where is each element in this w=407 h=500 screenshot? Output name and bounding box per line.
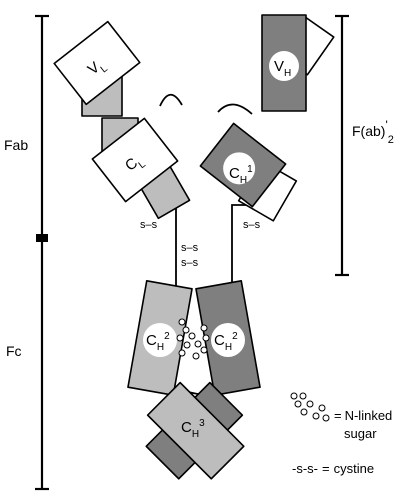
ch2-left-domain: CH2: [127, 280, 193, 396]
ch3-label: CH3: [181, 418, 205, 440]
cl-sub: L: [137, 159, 149, 171]
right-ss-bond: s–s: [243, 219, 261, 231]
left-vl-cl-loop: [159, 93, 183, 107]
n-linked-sugar-cluster: [176, 318, 210, 360]
vh-domain-label: VH: [274, 58, 291, 79]
left-fab-arm: VL CL: [53, 20, 191, 220]
sugar-bead: [178, 349, 186, 357]
ch1-sub: H: [240, 175, 247, 186]
legend: =N-linked sugar -s-s-=cystine: [290, 392, 392, 476]
fab2-label-sub: 2: [388, 134, 394, 146]
ch1-domain: [199, 122, 287, 208]
hinge1-s2: s: [193, 242, 199, 254]
vh-main: V: [274, 58, 284, 75]
hinge2-s2: s: [193, 257, 199, 269]
vh-label-disc: [269, 51, 299, 81]
legend-sugar-bead: [290, 392, 298, 400]
ch2-left-main: C: [146, 332, 157, 349]
fc-label: Fc: [6, 343, 22, 359]
ch2-left-sup: 2: [164, 331, 170, 342]
ch2-left-sub: H: [157, 342, 164, 353]
sugar-bead: [182, 326, 190, 334]
sugar-bead: [176, 334, 184, 342]
legend-sugar-line1: N-linked: [345, 408, 393, 423]
fab-fc-scale-bar: [35, 14, 49, 491]
left-ss-s1: s: [140, 219, 146, 231]
legend-sugar-bead: [318, 404, 326, 412]
ch2-right-domain: CH2: [195, 280, 261, 396]
disulfide-bonds: s–s s–s s–s s–s: [140, 219, 261, 269]
ch1-main: C: [229, 165, 240, 182]
fab-label: Fab: [4, 137, 28, 153]
legend-sugar-text-1: =N-linked: [334, 408, 392, 423]
vh-sub: H: [284, 68, 291, 79]
ch2-right-label-disc: [211, 323, 245, 357]
ch2-left-label: CH2: [146, 331, 170, 353]
ch3-sub: H: [192, 429, 199, 440]
sugar-bead: [202, 334, 210, 342]
legend-sugar-eq: =: [334, 408, 342, 423]
ch2-left-label-disc: [143, 323, 177, 357]
vl-domain-box: [53, 20, 141, 106]
ch3-sup: 3: [199, 418, 205, 429]
right-hinge-line: [231, 204, 258, 290]
ch2-right-sup: 2: [232, 331, 238, 342]
hinge1-s1: s: [181, 242, 187, 254]
legend-sugar-bead: [322, 414, 330, 422]
left-ss-bond: s–s: [140, 219, 158, 231]
right-ss-dash: –: [249, 219, 256, 231]
left-ss-dash: –: [146, 219, 153, 231]
legend-sugar-bead: [306, 400, 314, 408]
sugar-legend-icon: [290, 392, 330, 422]
legend-cystine-symbol: -s-s-: [292, 461, 318, 476]
sugar-bead: [200, 324, 208, 332]
ch2-right-label: CH2: [214, 331, 238, 353]
legend-cystine-eq: =: [322, 461, 330, 476]
right-ss-s1: s: [243, 219, 249, 231]
left-hinge-line: [150, 204, 177, 290]
fab2-label-main: F(ab): [352, 123, 385, 139]
sugar-bead: [192, 352, 200, 360]
fab2-scale-bar: [335, 14, 349, 277]
cl-domain: CL: [91, 117, 179, 203]
legend-cystine-label: cystine: [334, 461, 374, 476]
vh-domain: VH: [261, 14, 307, 112]
ch2-right-main: C: [214, 332, 225, 349]
ch2-right-sub: H: [225, 342, 232, 353]
legend-sugar-text-2: sugar: [344, 426, 377, 441]
ch3-main: C: [181, 419, 192, 436]
left-ss-s2: s: [152, 219, 158, 231]
fab2-label: F(ab)'2: [352, 118, 394, 146]
sugar-bead: [200, 346, 208, 354]
sugar-bead: [194, 340, 202, 348]
ch1-domain-label: CH1: [229, 164, 253, 186]
ch1-label-disc: [223, 152, 256, 185]
cl-domain-box: [91, 117, 179, 203]
right-vh-ch1-loop: [217, 103, 253, 115]
hinge-ss-bond-1: s–s: [181, 242, 199, 254]
legend-sugar-bead: [294, 400, 302, 408]
hinge2-dash: –: [187, 257, 194, 269]
scale-bar-divider: [36, 234, 48, 242]
right-ss-s2: s: [255, 219, 261, 231]
legend-sugar-bead: [312, 412, 320, 420]
ch3-domain-pair: CH3: [145, 381, 245, 480]
ch3-label-disc: [178, 411, 212, 445]
hinge-ss-bond-2: s–s: [181, 257, 199, 269]
sugar-bead: [188, 332, 196, 340]
legend-cystine: -s-s- = cystine: [292, 461, 374, 476]
hinge1-dash: –: [187, 242, 194, 254]
vl-domain: VL: [53, 20, 141, 106]
fab2-label-prime: ': [385, 118, 387, 132]
sugar-bead: [178, 318, 186, 326]
right-fab-arm: VH CH1: [199, 14, 335, 222]
vl-sub: L: [99, 63, 111, 75]
hinge2-s1: s: [181, 257, 187, 269]
sugar-bead: [183, 341, 191, 349]
legend-sugar-bead: [299, 392, 307, 400]
legend-sugar-bead: [300, 408, 308, 416]
ch1-sup: 1: [247, 164, 253, 175]
